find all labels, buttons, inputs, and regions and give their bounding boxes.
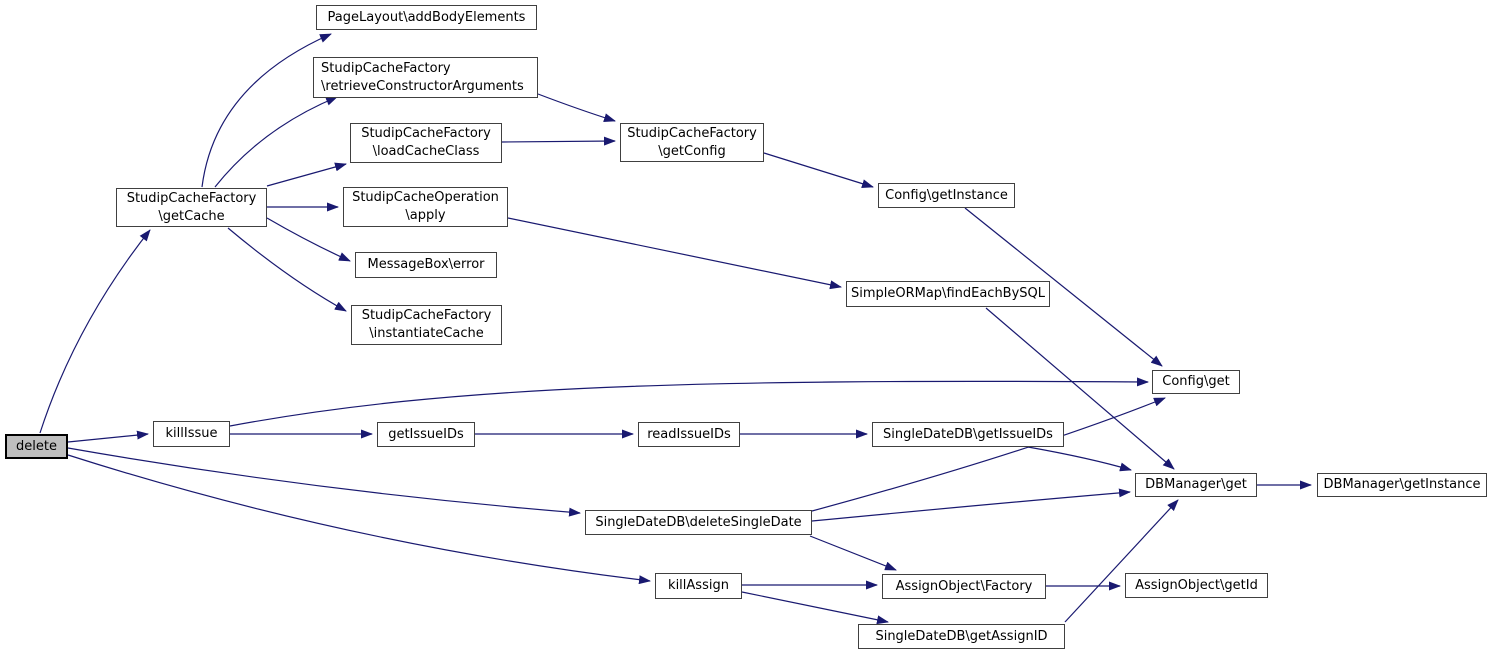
node-label-line: delete bbox=[16, 438, 57, 454]
edge-delete--kill-issue bbox=[67, 430, 149, 443]
edge-get-config--config-get-instance bbox=[763, 152, 874, 189]
node-retrieve-constructor-arguments[interactable]: StudipCacheFactory \retrieveConstructorAr… bbox=[313, 57, 538, 98]
node-db-get-instance[interactable]: DBManager\getInstance bbox=[1317, 473, 1487, 497]
node-label-line: \getCache bbox=[158, 208, 225, 224]
edge-sdb-delete-single-date--assign-factory bbox=[809, 535, 897, 571]
node-label-line: StudipCacheOperation bbox=[352, 190, 499, 205]
node-get-config[interactable]: StudipCacheFactory \getConfig bbox=[620, 123, 764, 162]
node-kill-issue[interactable]: killIssue bbox=[153, 421, 230, 447]
node-label-line: readIssueIDs bbox=[647, 426, 731, 442]
edge-sdb-delete-single-date--db-get bbox=[811, 488, 1131, 522]
node-label-line: StudipCacheFactory bbox=[126, 190, 257, 206]
edge-config-get-instance--config-get bbox=[964, 207, 1163, 367]
edge-get-cache--load-cache-class bbox=[266, 162, 347, 187]
node-find-each-by-sql[interactable]: SimpleORMap\findEachBySQL bbox=[846, 281, 1050, 307]
edge-delete--sdb-delete-single-date bbox=[67, 447, 581, 517]
edges-group bbox=[39, 33, 1312, 625]
node-label-line: Config\getInstance bbox=[885, 187, 1008, 203]
node-label-line: AssignObject\Factory bbox=[895, 578, 1033, 594]
node-label-line: \loadCacheClass bbox=[372, 144, 480, 159]
edge-get-cache--retrieve-constructor-arguments bbox=[214, 96, 338, 188]
node-read-issue-ids[interactable]: readIssueIDs bbox=[638, 422, 740, 447]
node-message-box-error[interactable]: MessageBox\error bbox=[355, 252, 497, 278]
node-label-line: DBManager\get bbox=[1145, 477, 1247, 492]
edge-get-cache--message-box-error bbox=[266, 217, 351, 262]
node-sdb-get-issue-ids[interactable]: SingleDateDB\getIssueIDs bbox=[872, 422, 1064, 447]
node-label-line: Config\get bbox=[1162, 374, 1230, 389]
node-sdb-get-assign-id[interactable]: SingleDateDB\getAssignID bbox=[858, 624, 1065, 649]
node-sdb-delete-single-date[interactable]: SingleDateDB\deleteSingleDate bbox=[585, 510, 812, 535]
edge-kill-assign--sdb-get-assign-id bbox=[741, 591, 889, 625]
node-label-line: getIssueIDs bbox=[388, 426, 464, 442]
node-label-line: StudipCacheFactory bbox=[361, 308, 492, 323]
node-kill-assign[interactable]: killAssign bbox=[655, 573, 742, 599]
node-label-line: SimpleORMap\findEachBySQL bbox=[850, 286, 1046, 301]
node-assign-factory[interactable]: AssignObject\Factory bbox=[882, 574, 1046, 599]
node-label-line: MessageBox\error bbox=[367, 257, 485, 272]
edge-cache-operation-apply--find-each-by-sql bbox=[507, 217, 842, 290]
node-load-cache-class[interactable]: StudipCacheFactory \loadCacheClass bbox=[350, 123, 502, 163]
node-label-line: \getConfig bbox=[658, 143, 726, 159]
edge-delete--get-cache bbox=[39, 229, 151, 434]
edge-get-cache--add-body-elements bbox=[201, 33, 332, 188]
node-delete: delete bbox=[5, 434, 68, 459]
node-assign-get-id[interactable]: AssignObject\getId bbox=[1125, 573, 1268, 598]
edge-kill-issue--config-get bbox=[229, 377, 1149, 427]
edge-sdb-get-issue-ids--db-get bbox=[1027, 446, 1132, 472]
node-label-line: SingleDateDB\getIssueIDs bbox=[883, 426, 1053, 442]
node-config-get[interactable]: Config\get bbox=[1152, 370, 1240, 394]
node-cache-operation-apply[interactable]: StudipCacheOperation \apply bbox=[343, 187, 508, 227]
node-instantiate-cache[interactable]: StudipCacheFactory \instantiateCache bbox=[351, 305, 502, 345]
node-config-get-instance[interactable]: Config\getInstance bbox=[878, 183, 1015, 208]
edge-delete--kill-assign bbox=[67, 454, 651, 585]
node-label-line: StudipCacheFactory bbox=[627, 125, 757, 141]
node-label-line: SingleDateDB\getAssignID bbox=[875, 628, 1048, 644]
node-label-line: killAssign bbox=[668, 578, 729, 593]
edge-load-cache-class--get-config bbox=[501, 136, 616, 146]
node-label-line: killIssue bbox=[165, 426, 218, 441]
node-db-get[interactable]: DBManager\get bbox=[1135, 473, 1257, 497]
node-label-line: AssignObject\getId bbox=[1135, 577, 1258, 593]
node-label-line: PageLayout\addBodyElements bbox=[327, 9, 526, 25]
node-label-line: StudipCacheFactory bbox=[321, 60, 451, 76]
node-label-line: \retrieveConstructorArguments bbox=[321, 78, 524, 94]
node-label-line: DBManager\getInstance bbox=[1323, 477, 1481, 492]
node-get-issue-ids[interactable]: getIssueIDs bbox=[377, 422, 475, 447]
node-label-line: StudipCacheFactory bbox=[361, 126, 491, 141]
edge-find-each-by-sql--db-get bbox=[985, 307, 1175, 470]
edge-retrieve-constructor-arguments--get-config bbox=[537, 93, 616, 122]
edge-get-cache--instantiate-cache bbox=[227, 227, 347, 312]
edge-sdb-get-assign-id--db-get bbox=[1064, 499, 1179, 623]
node-label-line: \apply bbox=[405, 208, 446, 223]
node-add-body-elements[interactable]: PageLayout\addBodyElements bbox=[316, 5, 537, 30]
edge-sdb-delete-single-date--config-get bbox=[811, 397, 1166, 512]
node-label-line: \instantiateCache bbox=[369, 326, 484, 341]
node-get-cache[interactable]: StudipCacheFactory \getCache bbox=[116, 188, 267, 227]
node-label-line: SingleDateDB\deleteSingleDate bbox=[595, 514, 802, 530]
